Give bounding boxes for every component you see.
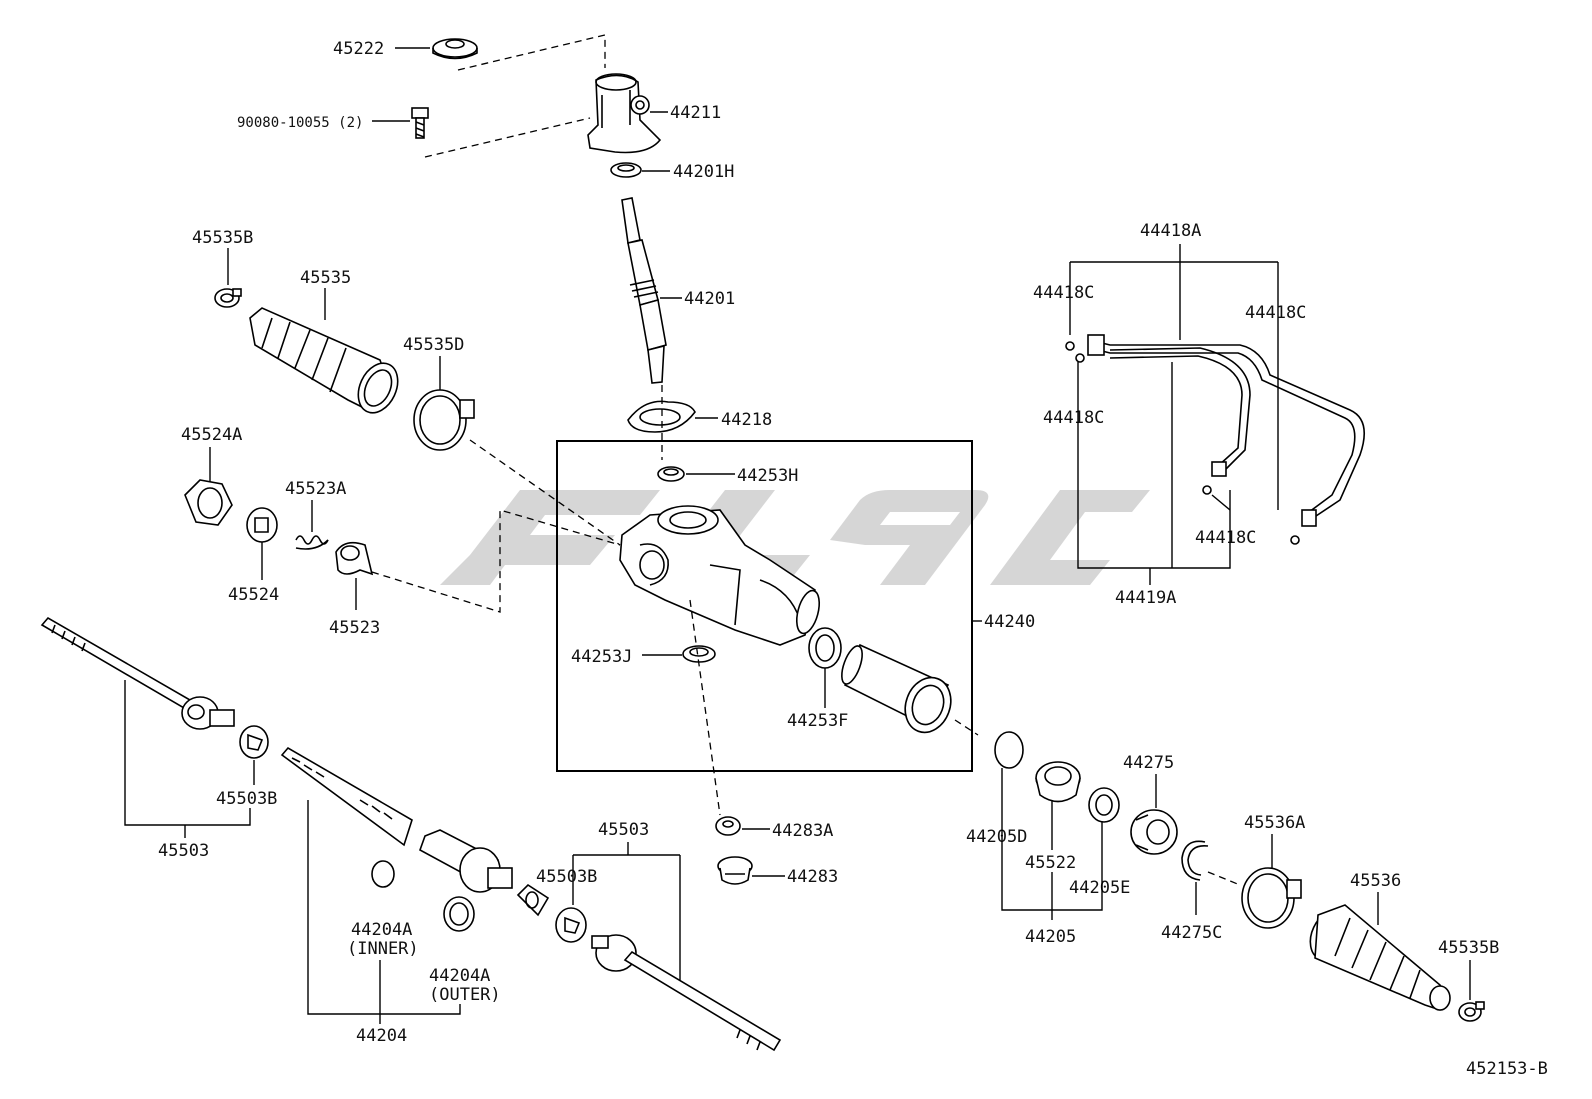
part-45535B-clamp-right	[1458, 1001, 1485, 1022]
label-44205E: 44205E	[1069, 878, 1130, 898]
part-45536A-band	[1241, 867, 1302, 929]
part-45503B-clip-right	[555, 907, 587, 943]
part-45522-seal-holder	[1035, 761, 1081, 803]
part-44283-cap	[717, 856, 753, 885]
part-housing-body	[619, 505, 821, 646]
label-44253F: 44253F	[787, 711, 848, 731]
part-45536-boot-right	[1309, 904, 1451, 1011]
label-44204A-inner-note: (INNER)	[347, 939, 419, 959]
part-45535-boot-left	[249, 307, 399, 414]
part-44418-pressure-tubes	[1065, 334, 1366, 545]
label-45523A: 45523A	[285, 479, 346, 499]
part-45524-adjuster	[246, 507, 278, 543]
label-44218: 44218	[721, 410, 772, 430]
label-45503B-right: 45503B	[536, 867, 597, 887]
part-44283A-nut	[715, 816, 741, 836]
label-44418C-1: 44418C	[1033, 283, 1094, 303]
label-44211: 44211	[670, 103, 721, 123]
drawing-id: 452153-B	[1466, 1059, 1548, 1079]
part-44211-valve-housing	[587, 73, 662, 154]
label-44418C-3: 44418C	[1043, 408, 1104, 428]
brand-logo-watermark	[440, 490, 1150, 585]
label-44419A: 44419A	[1115, 588, 1176, 608]
part-44205D-o-ring	[994, 731, 1024, 769]
part-44253J-seal	[682, 645, 716, 663]
part-45524A-locknut	[184, 479, 233, 526]
label-45222: 45222	[333, 39, 384, 59]
label-44418C-2: 44418C	[1245, 303, 1306, 323]
label-45503-left: 45503	[158, 841, 209, 861]
part-44204A-inner-bushing	[371, 860, 395, 888]
part-44201H-bearing	[610, 162, 642, 178]
part-45523A-spring	[295, 535, 329, 550]
label-45522: 45522	[1025, 853, 1076, 873]
part-44253H-seal	[657, 466, 685, 482]
part-44201-pinion-shaft	[621, 197, 667, 384]
label-44240: 44240	[984, 612, 1035, 632]
part-45535D-band	[413, 389, 475, 451]
label-44418C-4: 44418C	[1195, 528, 1256, 548]
part-44205E-seal	[1088, 787, 1120, 823]
part-45503B-clip-left	[239, 725, 269, 759]
label-44275: 44275	[1123, 753, 1174, 773]
label-45535B-top: 45535B	[192, 228, 253, 248]
label-45524: 45524	[228, 585, 279, 605]
label-44204: 44204	[356, 1026, 407, 1046]
label-45524A: 45524A	[181, 425, 242, 445]
label-45536: 45536	[1350, 871, 1401, 891]
label-44283A: 44283A	[772, 821, 833, 841]
part-44204A-outer-bushing	[443, 896, 475, 932]
part-44253F-seal	[808, 627, 842, 669]
label-45535D: 45535D	[403, 335, 464, 355]
label-44205D: 44205D	[966, 827, 1027, 847]
label-45523: 45523	[329, 618, 380, 638]
label-44275C: 44275C	[1161, 923, 1222, 943]
label-90080-10055: 90080-10055 (2)	[237, 115, 363, 131]
label-44201H: 44201H	[673, 162, 734, 182]
part-45222	[432, 38, 478, 60]
label-45535B-bottom: 45535B	[1438, 938, 1499, 958]
label-44205: 44205	[1025, 927, 1076, 947]
part-45503-tie-rod-right	[591, 934, 782, 1052]
part-45503-tie-rod-left	[40, 616, 235, 730]
part-44218-gasket	[627, 400, 696, 433]
label-44253J: 44253J	[571, 647, 632, 667]
label-45535: 45535	[300, 268, 351, 288]
label-44204A-inner: 44204A	[351, 920, 412, 940]
label-45503B-left: 45503B	[216, 789, 277, 809]
label-44204A-outer: 44204A	[429, 966, 490, 986]
part-stopper	[516, 883, 550, 917]
label-44204A-outer-note: (OUTER)	[429, 985, 501, 1005]
part-44204-steering-rack	[280, 746, 513, 893]
part-45523-rack-guide	[335, 541, 374, 576]
part-45535B-clamp-left	[214, 288, 242, 308]
label-44283: 44283	[787, 867, 838, 887]
part-44275-bearing-end-nut	[1130, 809, 1178, 855]
label-45536A: 45536A	[1244, 813, 1305, 833]
part-44275C-snap-ring	[1181, 840, 1209, 881]
label-45503-right: 45503	[598, 820, 649, 840]
part-90080-10055-bolt	[411, 107, 429, 139]
part-cylinder-tube	[841, 643, 952, 734]
label-44253H: 44253H	[737, 466, 798, 486]
label-44201: 44201	[684, 289, 735, 309]
label-44418A: 44418A	[1140, 221, 1201, 241]
gear-housing-group-box	[556, 440, 973, 772]
